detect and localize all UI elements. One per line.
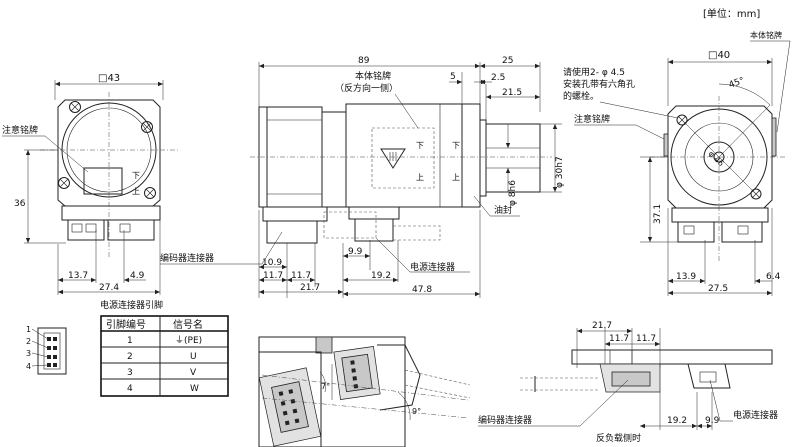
pin-signal: V [190,368,197,378]
pin-signal: ⏚(PE) [175,335,202,346]
pin-callout: 1 [26,325,31,334]
flange-dim-w2: 6.4 [766,272,781,282]
side-dim-21-5: 21.5 [502,88,522,98]
flange-dim-height: 37.1 [653,204,663,224]
pin-number: 3 [127,368,133,378]
side-dim-5: 5 [450,72,456,82]
detail-angle2: 9° [412,407,421,416]
flange-note-line1: 请使用2- φ 4.5 [563,66,625,78]
side-view: 89 25 5 2.5 21.5 下 上 下 上 本体铭 [160,56,565,298]
front-mark-up: 上 [132,187,140,196]
bottom-caption: 反负载侧时 [596,432,641,444]
side-mark-up: 上 [416,173,424,182]
side-dim-47-8: 47.8 [412,285,432,295]
flange-note-line3: 的螺栓。 [563,90,599,102]
bottom-dim-21-7: 21.7 [592,321,612,331]
side-dim-19-2: 19.2 [371,271,391,281]
side-dim-10-9: 10.9 [262,258,282,268]
pin-table-header-pin: 引脚编号 [106,318,146,331]
side-mark-up-2: 上 [452,173,460,182]
side-shaft-d: φ 8h6 [508,180,518,206]
side-dim-11-7a: 11.7 [263,271,283,281]
pin-number: 2 [127,352,133,362]
front-dim-height: 36 [14,199,26,209]
pin-callout: 2 [26,337,31,346]
front-dim-w3: 27.4 [99,283,119,293]
connector-detail-view: 7° 9° [258,336,471,447]
pin-signal: W [190,384,199,394]
pin-callout: 4 [26,362,31,371]
bottom-dim-9-9: 9.9 [705,416,720,426]
side-power-conn: 电源连接器 [410,261,455,273]
side-dim-9-9: 9.9 [348,247,363,257]
pin-signal: U [190,352,197,362]
flange-view: □40 φ 46 45° 本体铭牌 请使用2- φ 4.5 安装孔带有六角孔 的… [563,30,791,296]
side-dim-2-5: 2.5 [491,73,505,83]
pin-number: 1 [127,336,133,346]
table-row: 3 V [127,368,197,378]
side-dim-11-7b: 11.7 [291,271,311,281]
pin-table-section: 电源连接器引脚 1 2 3 4 引脚编号 信号名 1 ⏚(PE) [26,299,229,397]
front-view: □43 下 上 注意铭牌 36 [2,73,178,295]
flange-note-line2: 安装孔带有六角孔 [563,78,635,90]
flange-caution-label: 注意铭牌 [574,113,610,125]
pin-table-title: 电源连接器引脚 [100,299,163,311]
detail-angle1: 7° [321,382,330,391]
side-oil-seal: 油封 [494,204,512,216]
front-dim-w2: 4.9 [130,271,145,281]
pin-number: 4 [127,384,133,394]
pin-callout: 3 [26,349,31,358]
front-screw [58,101,156,199]
side-nameplate-label: 本体铭牌 [355,70,391,82]
side-encoder-conn: 编码器连接器 [160,252,214,264]
bottom-dim-19-2: 19.2 [667,416,687,426]
front-mark-down: 下 [132,171,140,180]
side-dim-len: 89 [358,56,370,66]
table-row: 1 ⏚(PE) [127,335,202,346]
bottom-dim-11-7a: 11.7 [609,334,629,344]
bottom-encoder-conn: 编码器连接器 [478,414,532,426]
table-row: 2 U [127,352,197,362]
side-mark-down: 下 [416,141,424,150]
side-dim-21-7: 21.7 [300,283,320,293]
side-nameplate-note: （反方向一侧） [335,82,398,94]
flange-body-plate: 本体铭牌 [750,30,782,40]
side-dim-shaft: 25 [502,56,513,66]
flange-dim-w1: 13.9 [676,272,696,282]
flange-size-label: □40 [708,50,730,61]
front-caution-label: 注意铭牌 [2,124,38,136]
front-size-label: □43 [98,73,120,84]
table-row: 4 W [127,384,199,394]
pin-table-header-signal: 信号名 [173,318,203,331]
flange-angle: 45° [728,76,746,91]
bottom-power-conn: 电源连接器 [733,409,778,421]
side-pilot-d: φ 30h7 [555,156,565,188]
rear-side-view: 21.7 11.7 11.7 19.2 9.9 编码器连接器 电源连接器 反负载… [478,321,778,444]
flange-dim-w3: 27.5 [708,284,728,294]
front-dim-w1: 13.7 [68,271,88,281]
side-mark-down-2: 下 [452,141,460,150]
flange-bolt-circle: φ 46 [707,149,726,168]
bottom-dim-11-7b: 11.7 [636,334,656,344]
unit-label: [单位：mm] [703,7,760,20]
